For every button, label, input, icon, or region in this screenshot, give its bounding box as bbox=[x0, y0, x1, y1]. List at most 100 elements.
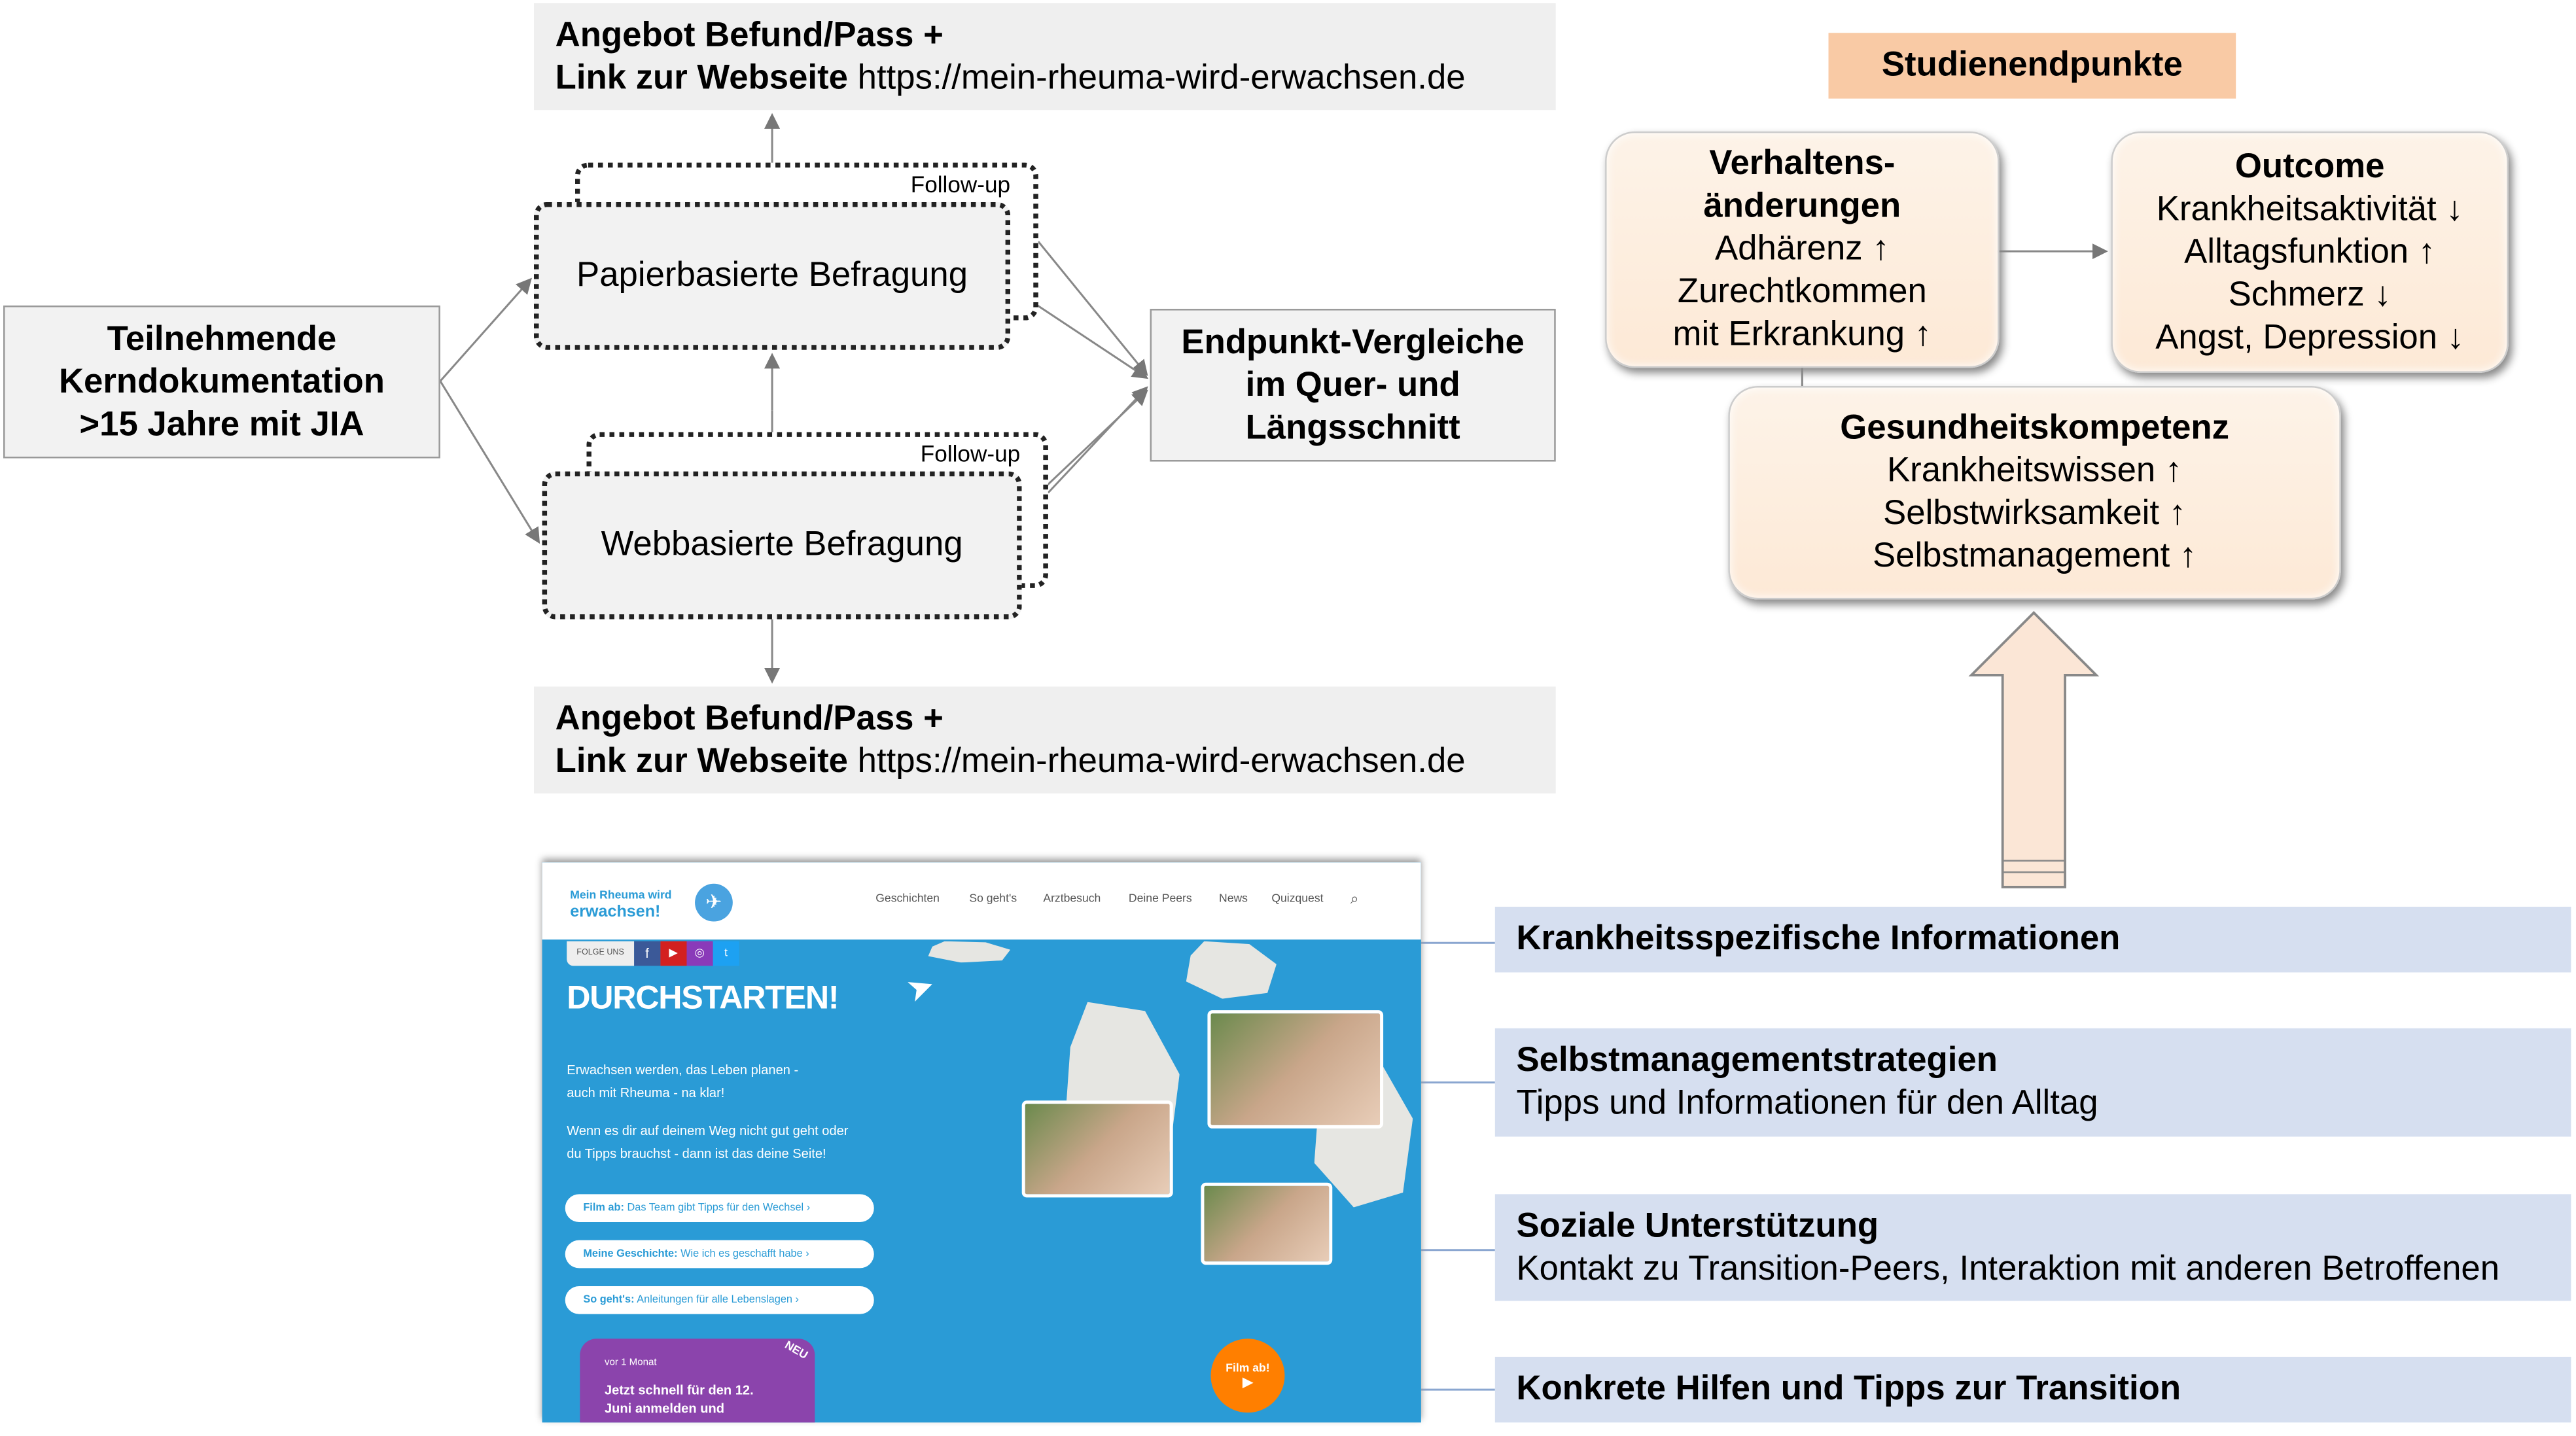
followup-label: Follow-up bbox=[910, 171, 1011, 198]
follow-label: FOLGE UNS bbox=[567, 941, 634, 966]
offer-link-label: Link zur Webseite bbox=[555, 59, 848, 97]
link-text: Wie ich es geschafft habe bbox=[680, 1248, 803, 1260]
facebook-icon[interactable]: f bbox=[633, 941, 661, 966]
feature-subtitle: Tipps und Informationen für den Alltag bbox=[1516, 1084, 2098, 1122]
web-survey-label: Webbasierte Befragung bbox=[601, 525, 963, 564]
endpoint-comparison-box: Endpunkt-Vergleiche im Quer- und Längssc… bbox=[1150, 309, 1556, 462]
site-nav-quizquest[interactable]: Quizquest bbox=[1271, 893, 1324, 905]
web-survey-box: Webbasierte Befragung bbox=[542, 471, 1022, 620]
peer-photo-woman-glasses bbox=[1021, 1100, 1173, 1198]
offer-link-label: Link zur Webseite bbox=[555, 742, 848, 780]
big-up-arrow-icon bbox=[1968, 610, 2100, 888]
box-item: Schmerz ↓ bbox=[2228, 275, 2391, 313]
feature-subtitle: Kontakt zu Transition-Peers, Interaktion… bbox=[1516, 1249, 2500, 1287]
instagram-icon[interactable]: ◎ bbox=[686, 941, 713, 966]
intro-line: Erwachsen werden, das Leben planen - bbox=[567, 1062, 799, 1078]
news-time: vor 1 Monat bbox=[604, 1358, 657, 1369]
site-nav-so-gehts[interactable]: So geht's bbox=[969, 893, 1017, 905]
peer-photo-young-man bbox=[1207, 1010, 1384, 1129]
box-item: Selbstwirksamkeit ↑ bbox=[1883, 494, 2187, 533]
box-title: Outcome bbox=[2234, 147, 2385, 185]
paper-plane-icon: ➤ bbox=[902, 967, 940, 1011]
website-url[interactable]: https://mein-rheuma-wird-erwachsen.de bbox=[857, 59, 1466, 97]
paper-survey-box: Papierbasierte Befragung bbox=[534, 201, 1011, 350]
news-badge: NEU bbox=[783, 1340, 810, 1363]
news-title-line: Juni anmelden und bbox=[604, 1401, 725, 1416]
link-bold: So geht's: bbox=[583, 1294, 635, 1306]
intro-line: du Tipps brauchst - dann ist das deine S… bbox=[567, 1146, 826, 1162]
followup-label: Follow-up bbox=[920, 440, 1021, 467]
site-link-so-gehts[interactable]: So geht's: Anleitungen für alle Lebensla… bbox=[565, 1286, 874, 1314]
site-intro: Erwachsen werden, das Leben planen - auc… bbox=[567, 1059, 848, 1166]
feature-title: Krankheitsspezifische Informationen bbox=[1516, 920, 2121, 958]
participants-box: Teilnehmende Kerndokumentation >15 Jahre… bbox=[3, 306, 440, 459]
youtube-icon[interactable]: ▶ bbox=[660, 941, 687, 966]
news-card[interactable]: NEU vor 1 Monat Jetzt schnell für den 12… bbox=[580, 1339, 815, 1423]
site-headline: DURCHSTARTEN! bbox=[567, 980, 839, 1017]
endpoint-line: im Quer- und bbox=[1245, 365, 1460, 404]
film-button-label: Film ab! bbox=[1226, 1362, 1270, 1375]
logo-line: Mein Rheuma wird bbox=[570, 890, 672, 902]
paper-plane-logo-icon: ✈ bbox=[695, 883, 733, 922]
twitter-icon[interactable]: t bbox=[713, 941, 739, 966]
site-header: Mein Rheuma wird erwachsen! ✈ Geschichte… bbox=[542, 862, 1421, 940]
box-item: Krankheitswissen ↑ bbox=[1886, 451, 2183, 490]
social-bar: FOLGE UNS f ▶ ◎ t bbox=[567, 941, 739, 966]
feature-title: Soziale Unterstützung bbox=[1516, 1206, 1879, 1244]
box-item: Zurechtkommen bbox=[1677, 272, 1927, 311]
offer-title: Angebot Befund/Pass + bbox=[555, 16, 944, 54]
paper-survey-label: Papierbasierte Befragung bbox=[576, 256, 968, 294]
box-title: Verhaltens- bbox=[1709, 144, 1896, 183]
intro-line: Wenn es dir auf deinem Weg nicht gut geh… bbox=[567, 1123, 849, 1138]
logo-line: erwachsen! bbox=[570, 903, 661, 922]
play-icon: ▶ bbox=[1243, 1374, 1253, 1389]
endpoint-line: Längsschnitt bbox=[1245, 408, 1460, 446]
participants-line: Teilnehmende bbox=[107, 319, 337, 358]
box-title: Gesundheitskompetenz bbox=[1840, 409, 2229, 447]
study-endpoints-title: Studienendpunkte bbox=[1828, 33, 2236, 99]
feature-transition-help: Konkrete Hilfen und Tipps zur Transition bbox=[1494, 1356, 2571, 1423]
peer-photo-young-woman bbox=[1201, 1182, 1333, 1265]
endpoint-line: Endpunkt-Vergleiche bbox=[1181, 323, 1525, 361]
link-bold: Meine Geschichte: bbox=[583, 1248, 678, 1260]
study-endpoints-title-text: Studienendpunkte bbox=[1881, 46, 2183, 84]
offer-box-top: Angebot Befund/Pass + Link zur Webseite … bbox=[534, 3, 1556, 111]
box-item: Krankheitsaktivität ↓ bbox=[2156, 189, 2463, 228]
site-link-meine-geschichte[interactable]: Meine Geschichte: Wie ich es geschafft h… bbox=[565, 1240, 874, 1269]
site-nav-deine-peers[interactable]: Deine Peers bbox=[1128, 893, 1192, 905]
behavior-change-box: Verhaltens- änderungen Adhärenz ↑ Zurech… bbox=[1605, 131, 2000, 368]
box-item: Angst, Depression ↓ bbox=[2155, 317, 2465, 356]
site-nav-geschichten[interactable]: Geschichten bbox=[875, 893, 940, 905]
cloud-decoration bbox=[928, 941, 1011, 963]
feature-self-management: Selbstmanagementstrategien Tipps und Inf… bbox=[1494, 1028, 2571, 1137]
link-text: Das Team gibt Tipps für den Wechsel bbox=[627, 1202, 804, 1214]
offer-box-bottom: Angebot Befund/Pass + Link zur Webseite … bbox=[534, 686, 1556, 794]
box-item: Adhärenz ↑ bbox=[1714, 230, 1890, 268]
site-logo: Mein Rheuma wird erwachsen! bbox=[570, 888, 671, 921]
box-item: Alltagsfunktion ↑ bbox=[2184, 232, 2436, 271]
participants-line: Kerndokumentation bbox=[58, 362, 385, 400]
feature-social-support: Soziale Unterstützung Kontakt zu Transit… bbox=[1494, 1194, 2571, 1301]
box-item: mit Erkrankung ↑ bbox=[1672, 315, 1932, 353]
film-ab-button[interactable]: Film ab! ▶ bbox=[1210, 1339, 1285, 1413]
feature-title: Konkrete Hilfen und Tipps zur Transition bbox=[1516, 1370, 2181, 1408]
link-bold: Film ab: bbox=[583, 1202, 624, 1214]
website-url[interactable]: https://mein-rheuma-wird-erwachsen.de bbox=[857, 742, 1466, 780]
search-icon[interactable]: ⌕ bbox=[1350, 890, 1359, 907]
box-item: Selbstmanagement ↑ bbox=[1872, 537, 2197, 575]
feature-disease-info: Krankheitsspezifische Informationen bbox=[1494, 906, 2571, 973]
outcome-box: Outcome Krankheitsaktivität ↓ Alltagsfun… bbox=[2111, 131, 2509, 373]
feature-title: Selbstmanagementstrategien bbox=[1516, 1041, 1998, 1079]
intro-line: auch mit Rheuma - na klar! bbox=[567, 1085, 725, 1101]
participants-line: >15 Jahre mit JIA bbox=[79, 404, 364, 443]
website-screenshot: Mein Rheuma wird erwachsen! ✈ Geschichte… bbox=[542, 862, 1421, 1423]
site-nav-news[interactable]: News bbox=[1219, 893, 1248, 905]
site-link-film-ab[interactable]: Film ab: Das Team gibt Tipps für den Wec… bbox=[565, 1194, 874, 1223]
site-nav-arztbesuch[interactable]: Arztbesuch bbox=[1043, 893, 1101, 905]
health-literacy-box: Gesundheitskompetenz Krankheitswissen ↑ … bbox=[1728, 386, 2341, 600]
cloud-decoration bbox=[1186, 941, 1277, 999]
offer-title: Angebot Befund/Pass + bbox=[555, 699, 944, 738]
box-title: änderungen bbox=[1703, 187, 1901, 225]
news-title-line: Jetzt schnell für den 12. bbox=[604, 1383, 754, 1398]
